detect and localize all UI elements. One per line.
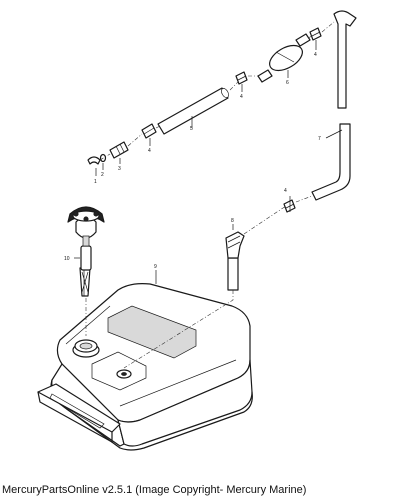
fuel-gauge [67, 206, 105, 297]
image-caption: MercuryPartsOnline v2.5.1 (Image Copyrig… [2, 484, 307, 496]
callout-4-tube-end: 4 [240, 94, 243, 100]
fuel-hose [311, 10, 357, 201]
callout-4-connector: 4 [148, 148, 151, 154]
primer-bulb [257, 33, 311, 83]
filler-neck [72, 339, 100, 358]
hose-clamp-2 [235, 71, 248, 85]
fuel-tube [157, 87, 229, 135]
callout-4-bulb-outlet: 4 [314, 52, 317, 58]
fuel-tank [37, 283, 253, 451]
callout-10: 10 [64, 256, 70, 262]
pickup-fitting [225, 231, 245, 291]
callout-labels: 1 2 3 4 4 4 4 5 6 7 8 9 10 [64, 52, 321, 270]
hose-clamp-1 [141, 123, 157, 139]
callout-6: 6 [286, 80, 289, 86]
fuel-connector [109, 141, 129, 159]
assembly-lines [85, 21, 335, 369]
callout-8: 8 [231, 218, 234, 224]
callout-2: 2 [101, 172, 104, 178]
retainer-clip [87, 156, 101, 165]
hose-clamp-3 [309, 27, 322, 41]
hose-clamp-4 [283, 199, 296, 213]
callout-7: 7 [318, 136, 321, 142]
callout-1: 1 [94, 179, 97, 185]
tank-handle [37, 383, 121, 443]
callout-5: 5 [190, 126, 193, 132]
gauge-mount [91, 351, 147, 391]
callout-9: 9 [154, 264, 157, 270]
leader-lines [74, 40, 343, 284]
callout-3: 3 [118, 166, 121, 172]
callout-4-hose-end: 4 [284, 188, 287, 194]
